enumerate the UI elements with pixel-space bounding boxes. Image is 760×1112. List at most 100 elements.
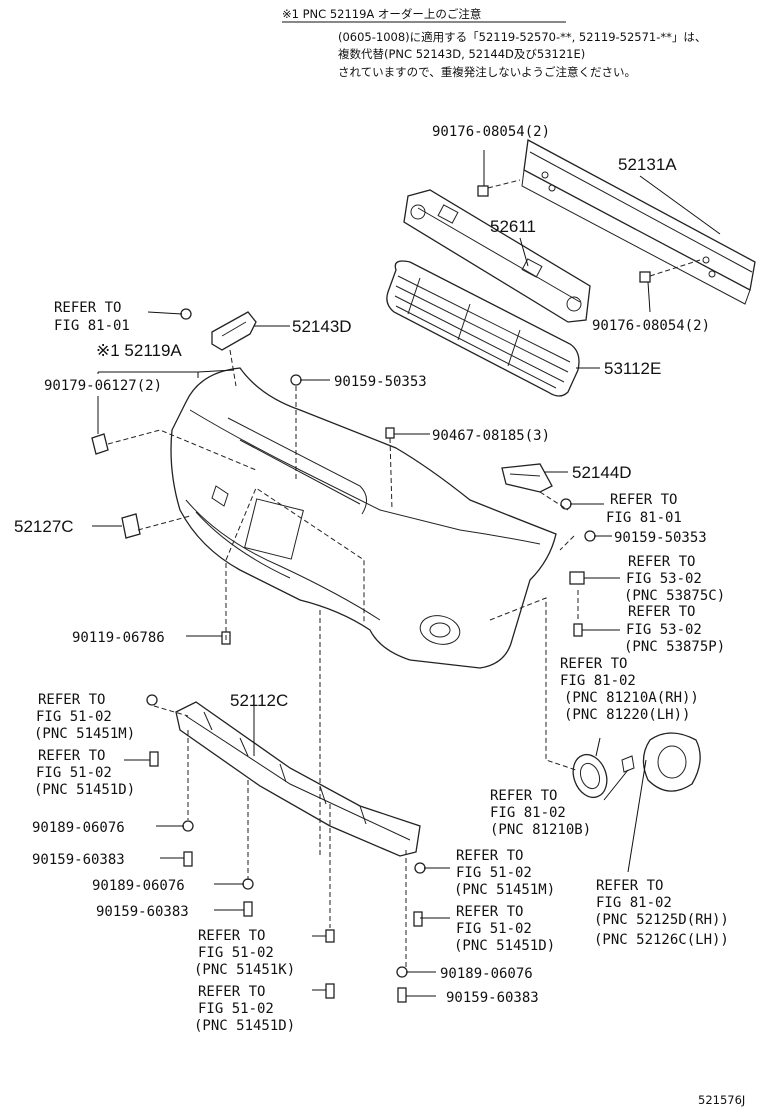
label-90176-bottom: 90176-08054(2) (592, 318, 710, 334)
label-90189-c: 90189-06076 (440, 966, 533, 982)
label-ref51451D-a-1: REFER TO (38, 748, 105, 764)
label-ref51451M-a-3: (PNC 51451M) (34, 726, 135, 742)
order-note: ※1 PNC 52119A オーダー上のご注意 (0605-1008)に適用する… (282, 7, 706, 79)
label-ref51451D-a-3: (PNC 51451D) (34, 782, 135, 798)
bolt-51451D-b (413, 911, 423, 927)
label-ref53875P-3: (PNC 53875P) (624, 639, 725, 655)
nut-90189-b (242, 878, 254, 890)
bolt-51451K (325, 929, 335, 943)
label-52131A: 52131A (618, 155, 677, 174)
fog-lamp-cover-52125D (642, 732, 701, 792)
clip-53875C (569, 571, 585, 585)
screw-90159-50353-a (290, 374, 302, 386)
label-ref81210B-3: (PNC 81210B) (490, 822, 591, 838)
bolt-51451D-a (149, 751, 159, 767)
label-90176-top: 90176-08054(2) (432, 124, 550, 140)
nut-90189-c (396, 966, 408, 978)
label-ref51451D-a-2: FIG 51-02 (36, 765, 112, 781)
label-ref52125D-1: REFER TO (596, 878, 663, 894)
bumper-cover-52119A (170, 367, 557, 669)
label-90159-60383-c: 90159-60383 (446, 990, 539, 1006)
label-ref52125D-2: FIG 81-02 (596, 895, 672, 911)
leader-lines (92, 150, 721, 997)
label-90159-60383-b: 90159-60383 (96, 904, 189, 920)
label-52143D: 52143D (292, 317, 352, 336)
label-ref51451M-a-1: REFER TO (38, 692, 105, 708)
label-ref51451D-c-1: REFER TO (198, 984, 265, 1000)
nut-51451M-b (414, 862, 426, 874)
bumper-retainer-52112C (175, 701, 421, 857)
label-52112C: 52112C (230, 691, 288, 710)
label-ref81210-4: (PNC 81220(LH)) (564, 707, 690, 723)
label-ref81-left-2: FIG 81-01 (54, 318, 130, 334)
label-ref81-right-2: FIG 81-01 (606, 510, 682, 526)
label-53112E: 53112E (604, 359, 661, 378)
label-ref52125D-3: (PNC 52125D(RH)) (594, 912, 729, 928)
label-ref81210-3: (PNC 81210A(RH)) (564, 690, 699, 706)
note-line-3: されていますので、重複発注しないようご注意ください。 (338, 65, 636, 79)
bolt-51451D-c (325, 983, 335, 999)
figure-id: 521576J (698, 1093, 745, 1107)
assembly-lines (107, 179, 701, 968)
note-line-1: (0605-1008)に適用する「52119-52570-**, 52119-5… (338, 30, 706, 44)
cover-52127C (121, 513, 141, 539)
bumper-reinforcement-52131A (521, 138, 756, 305)
label-ref51451M-b-3: (PNC 51451M) (454, 882, 555, 898)
label-ref81210-1: REFER TO (560, 656, 627, 672)
label-90159-50353-a: 90159-50353 (334, 374, 427, 390)
label-90159-50353-b: 90159-50353 (614, 530, 707, 546)
part-labels: 90176-08054(2) 52131A 52611 90176-08054(… (14, 124, 745, 1107)
label-52144D: 52144D (572, 463, 632, 482)
label-ref53875P-2: FIG 53-02 (626, 622, 702, 638)
label-90189-a: 90189-06076 (32, 820, 125, 836)
bolt-ref81-right (560, 498, 572, 510)
label-ref51451K-1: REFER TO (198, 928, 265, 944)
label-ref52125D-4: (PNC 52126C(LH)) (594, 932, 729, 948)
clip-90179 (91, 433, 109, 455)
label-ref51451D-b-2: FIG 51-02 (456, 921, 532, 937)
fog-lamp-81210A (572, 753, 635, 799)
nut-90189-a (182, 820, 194, 832)
screw-90467 (385, 427, 395, 439)
label-ref51451M-b-1: REFER TO (456, 848, 523, 864)
label-ref81210B-1: REFER TO (490, 788, 557, 804)
note-title: ※1 PNC 52119A オーダー上のご注意 (282, 7, 481, 21)
label-ref53875P-1: REFER TO (628, 604, 695, 620)
label-90467: 90467-08185(3) (432, 428, 550, 444)
label-ref53875C-2: FIG 53-02 (626, 571, 702, 587)
clip-90176-top (477, 185, 489, 197)
label-52611: 52611 (490, 217, 536, 236)
label-ref81210-2: FIG 81-02 (560, 673, 636, 689)
bumper-absorber-52611 (403, 189, 591, 323)
label-90189-b: 90189-06076 (92, 878, 185, 894)
label-ref53875C-1: REFER TO (628, 554, 695, 570)
bolt-ref81-left (180, 308, 192, 320)
label-ref81-left-1: REFER TO (54, 300, 121, 316)
label-ref51451K-2: FIG 51-02 (198, 945, 274, 961)
label-ref51451K-3: (PNC 51451K) (194, 962, 295, 978)
screw-90159-50353-b (584, 530, 596, 542)
label-ref51451D-b-1: REFER TO (456, 904, 523, 920)
bracket-52144D (501, 463, 553, 493)
bracket-52143D (211, 311, 257, 351)
label-ref81-right-1: REFER TO (610, 492, 677, 508)
label-ref51451D-c-2: FIG 51-02 (198, 1001, 274, 1017)
nut-51451M-a (146, 694, 158, 706)
label-ref53875C-3: (PNC 53875C) (624, 588, 725, 604)
label-ref51451M-b-2: FIG 51-02 (456, 865, 532, 881)
label-90159-60383-a: 90159-60383 (32, 852, 125, 868)
note-line-2: 複数代替(PNC 52143D, 52144D及び53121E) (338, 47, 585, 61)
bolt-53875P (573, 623, 583, 637)
label-ref51451D-c-3: (PNC 51451D) (194, 1018, 295, 1034)
label-52127C: 52127C (14, 517, 74, 536)
label-90179: 90179-06127(2) (44, 378, 162, 394)
clip-90176-bottom (639, 271, 651, 283)
label-ref51451M-a-2: FIG 51-02 (36, 709, 112, 725)
label-90119: 90119-06786 (72, 630, 165, 646)
label-52119A: ※1 52119A (96, 341, 182, 360)
bolt-90159-60383-a (183, 851, 193, 867)
label-ref51451D-b-3: (PNC 51451D) (454, 938, 555, 954)
label-ref81210B-2: FIG 81-02 (490, 805, 566, 821)
radiator-grille-53112E (386, 260, 580, 397)
